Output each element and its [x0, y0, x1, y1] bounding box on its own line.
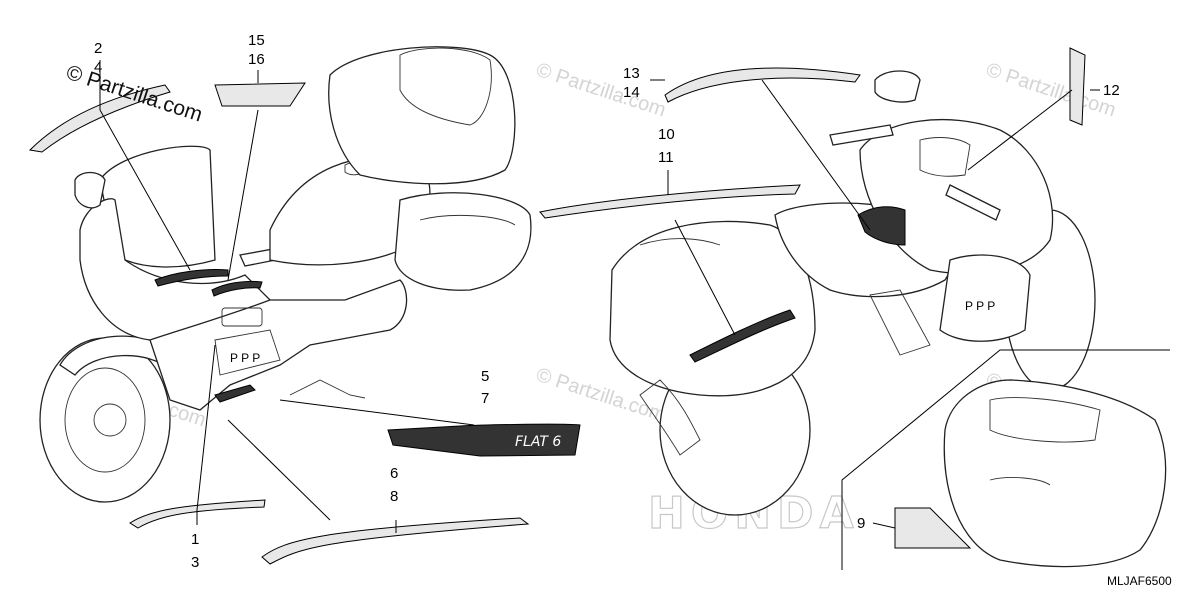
watermark-1: © Partzilla.com	[533, 59, 668, 122]
decal-13-14	[664, 67, 861, 103]
bike-emblem-side	[214, 384, 256, 403]
bike-stripe-trunk	[689, 309, 796, 363]
handlebar-right	[829, 124, 894, 146]
leader-lines-right	[650, 79, 1100, 336]
frame-right	[869, 289, 931, 356]
bike-stripe-center	[211, 280, 263, 297]
front-rim	[64, 367, 146, 473]
bike-stripe-front	[154, 269, 229, 287]
motorcycle-left-view: P P P	[39, 46, 532, 503]
leader-lines-left	[99, 60, 475, 533]
callout-13: 13	[623, 65, 640, 82]
decal-9	[894, 507, 972, 549]
callout-labels: 2 4 15 16 13 14 10 11 12 5 7 6 8 1 3 9	[94, 32, 1120, 571]
callout-14: 14	[623, 84, 640, 101]
decal-2-4	[28, 84, 171, 153]
decal-6-8	[261, 517, 530, 565]
callout-15: 15	[248, 32, 265, 49]
motorcycle-right-view: P P P	[609, 70, 1096, 516]
handlebar-grip-right	[945, 184, 1001, 221]
engine-right	[939, 254, 1031, 342]
callout-6: 6	[390, 465, 398, 482]
engine-vent	[221, 307, 263, 327]
brake-disc	[93, 403, 127, 437]
inset-saddlebag	[943, 379, 1167, 568]
diagram-code: MLJAF6500	[1107, 574, 1172, 588]
saddlebag	[394, 192, 532, 291]
decal-12	[1069, 47, 1086, 126]
rear-trunk	[609, 220, 816, 397]
decal-1-3	[129, 499, 266, 529]
reflector	[639, 379, 701, 456]
decal-parts-left: FLAT 6	[28, 82, 581, 565]
callout-12: 12	[1103, 82, 1120, 99]
inset-saddlebag-detail	[841, 349, 1170, 570]
callout-11: 11	[658, 149, 674, 166]
decal-5-7-emblem	[387, 423, 581, 457]
side-stand	[289, 379, 366, 399]
saddlebag-line	[419, 214, 516, 226]
callout-9: 9	[857, 515, 865, 532]
callout-10: 10	[658, 126, 675, 143]
engine-body	[149, 279, 408, 411]
svg-text:P P P: P P P	[965, 299, 995, 313]
mirror-left	[74, 171, 106, 209]
dashboard	[919, 137, 971, 177]
decal-10-11	[539, 184, 801, 219]
decal-15-16	[214, 82, 306, 107]
inset-border	[841, 349, 1170, 570]
callout-4: 4	[94, 59, 102, 76]
inset-lid	[989, 397, 1101, 443]
callout-16: 16	[248, 51, 265, 68]
inset-handle	[989, 477, 1051, 486]
cylinder-heads	[214, 329, 281, 376]
callout-8: 8	[390, 488, 398, 505]
callout-3: 3	[191, 554, 199, 571]
emblem-label: FLAT 6	[515, 434, 561, 450]
callout-2: 2	[94, 40, 102, 57]
windshield	[99, 145, 216, 268]
top-box-pad	[399, 47, 492, 126]
trunk-handle	[639, 238, 721, 246]
mirror-right	[874, 70, 921, 103]
bike-stripe-tank	[857, 206, 906, 246]
callout-1: 1	[191, 531, 199, 548]
svg-text:P P P: P P P	[230, 351, 260, 365]
decal-parts-right	[539, 47, 1086, 219]
front-wheel	[39, 337, 171, 503]
callout-7: 7	[481, 390, 489, 407]
top-box	[328, 46, 516, 185]
callout-5: 5	[481, 368, 489, 385]
